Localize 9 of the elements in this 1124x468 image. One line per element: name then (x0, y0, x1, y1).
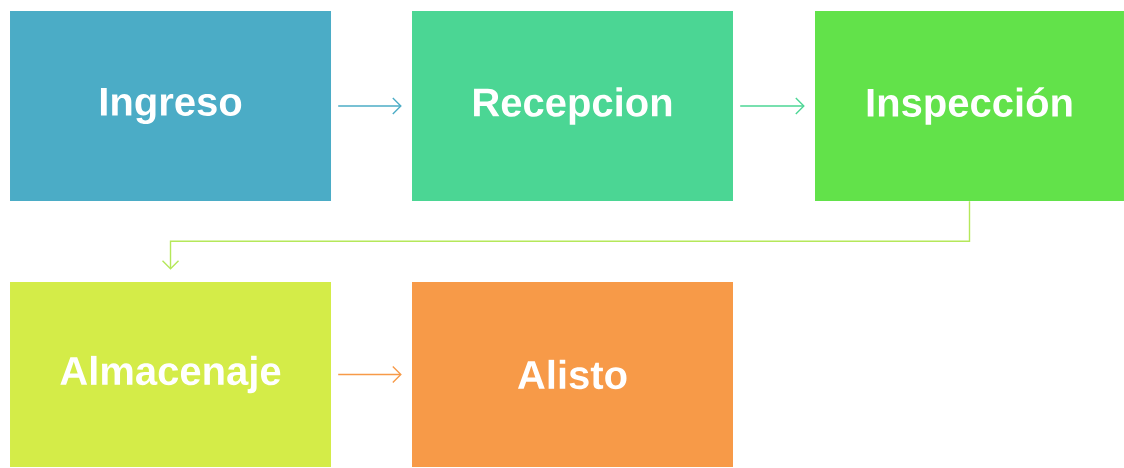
arrow (337, 97, 402, 115)
arrow (337, 365, 402, 384)
process-box: Alisto (412, 282, 733, 467)
arrow (161, 200, 971, 270)
process-box: Almacenaje (10, 282, 331, 467)
arrow (739, 97, 805, 115)
process-box: Ingreso (10, 11, 331, 201)
process-box: Inspección (815, 11, 1124, 201)
process-box: Recepcion (412, 11, 733, 201)
